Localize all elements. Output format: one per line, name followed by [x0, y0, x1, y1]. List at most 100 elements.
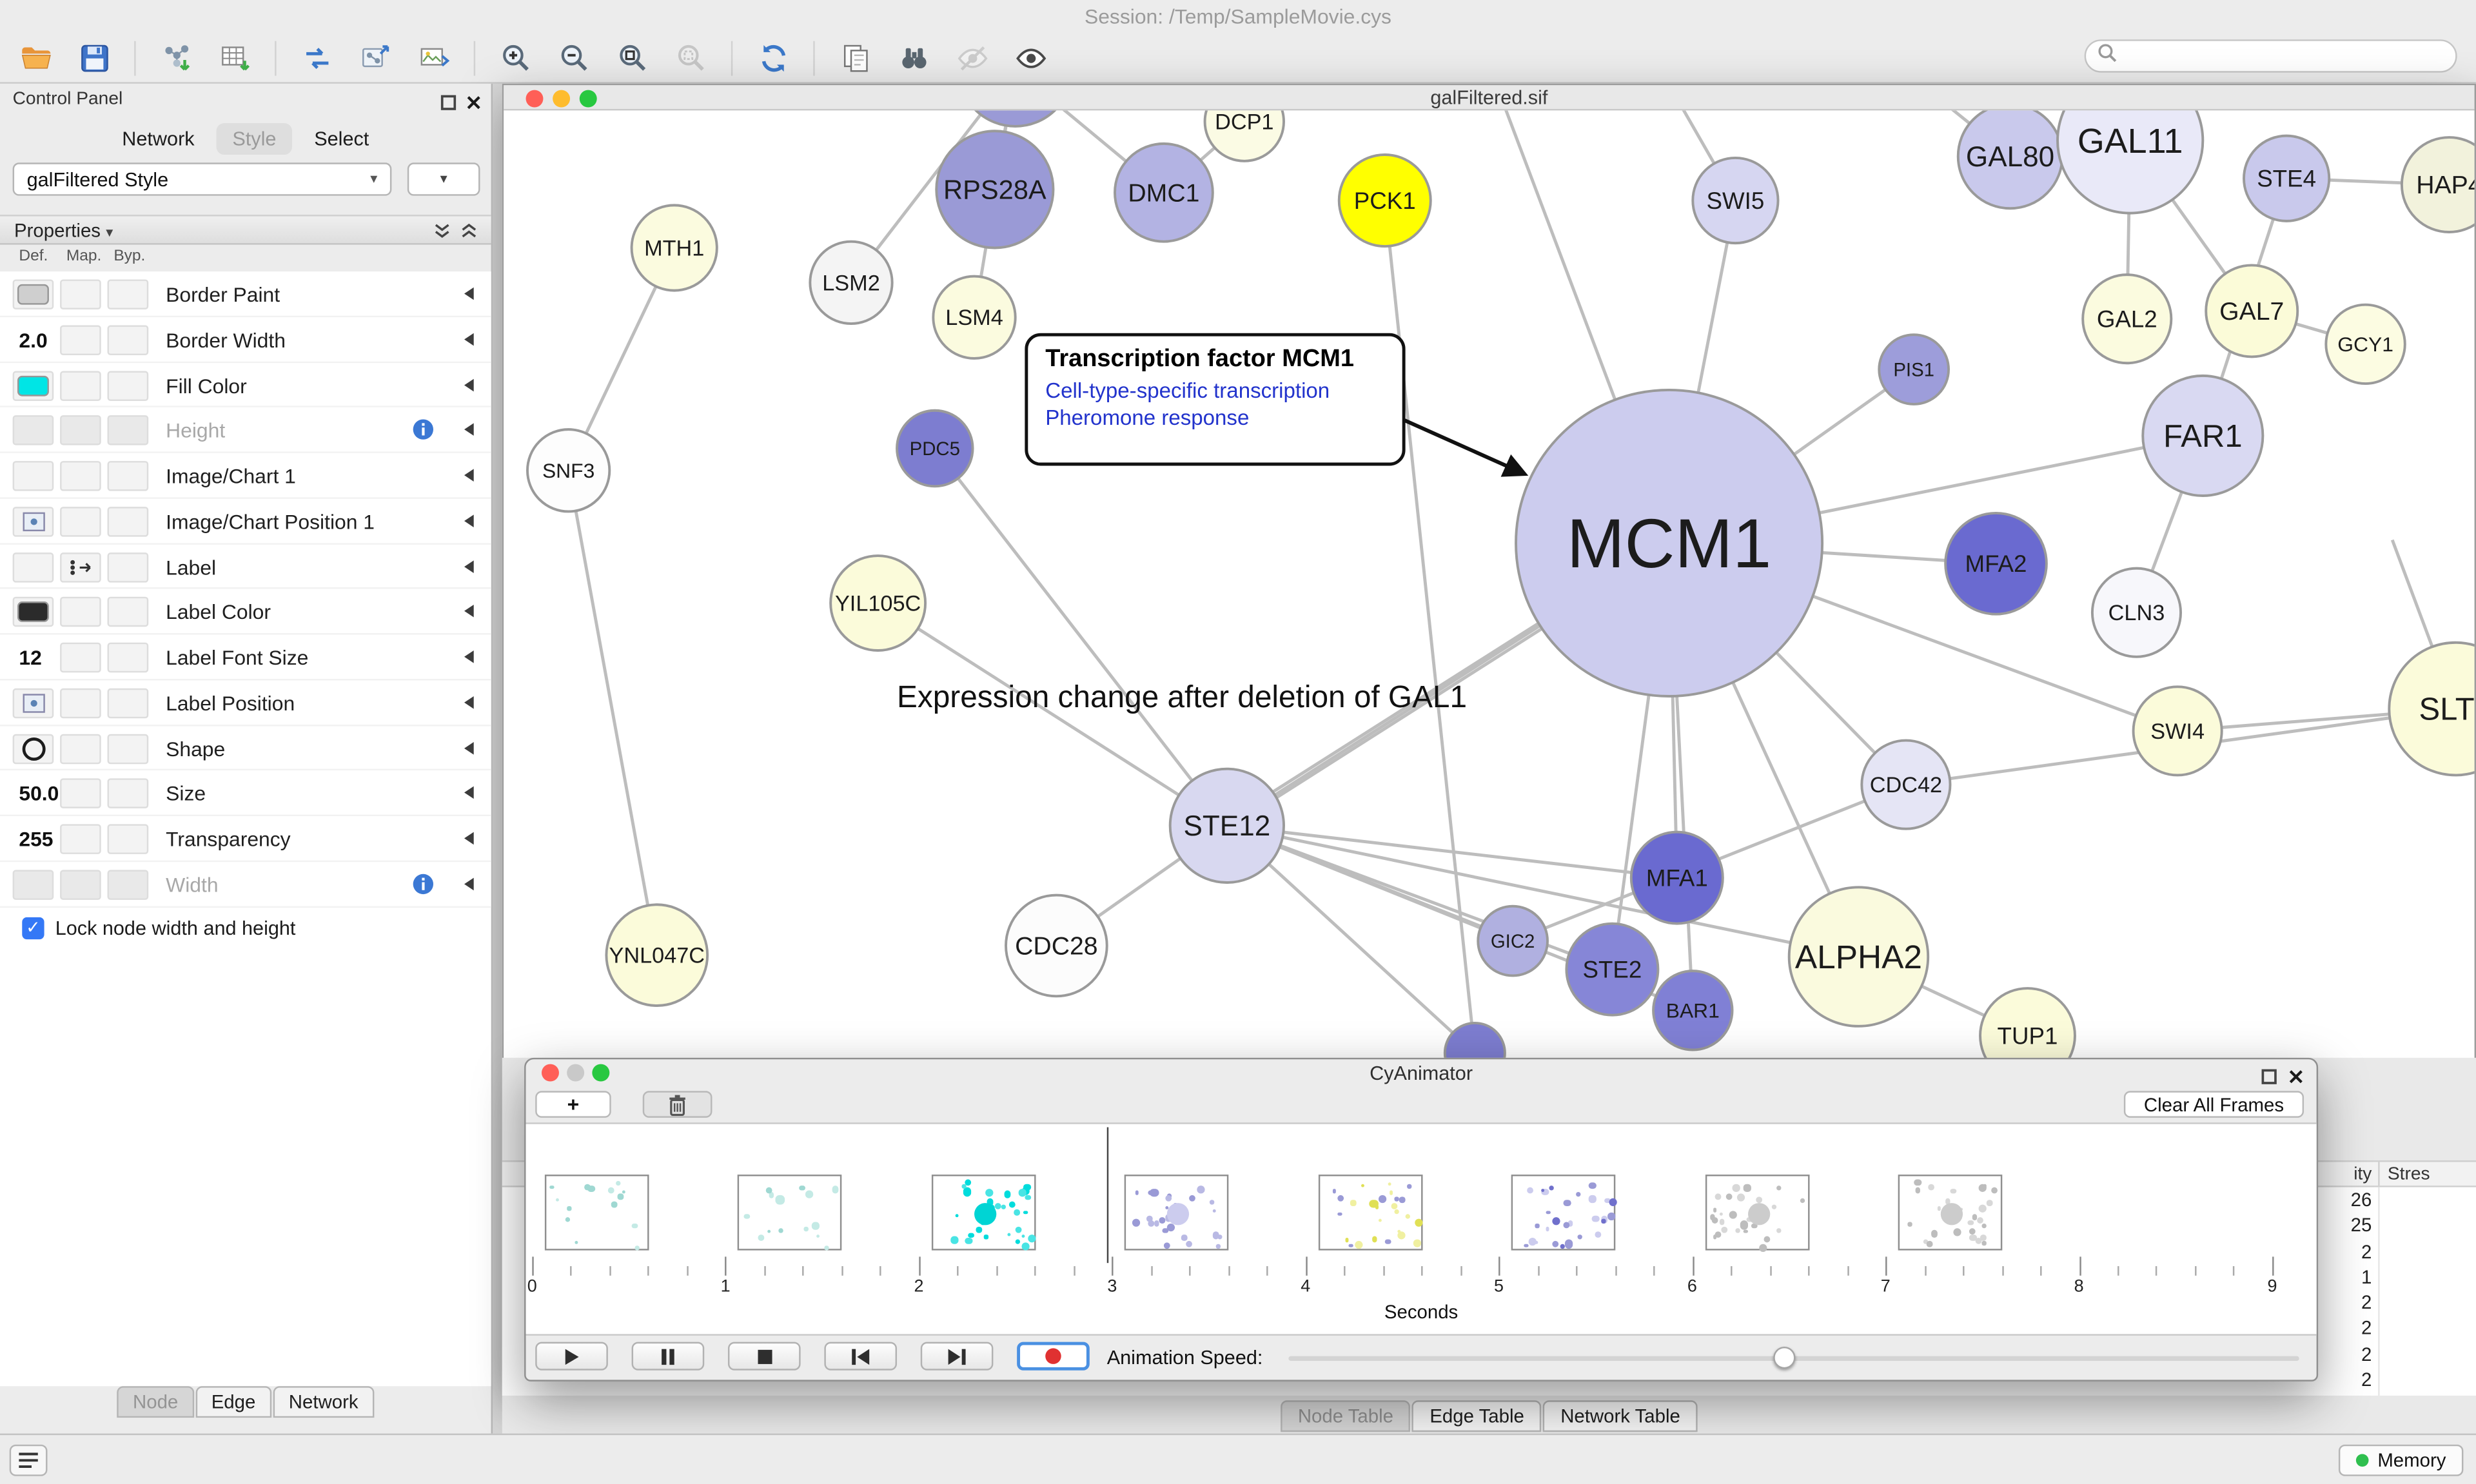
network-node[interactable] — [1629, 830, 1724, 925]
network-node[interactable] — [1168, 767, 1285, 884]
lock-size-checkbox[interactable]: ✓ — [22, 917, 44, 940]
default-value[interactable]: 12 — [19, 645, 42, 670]
default-value-cell[interactable] — [12, 597, 54, 627]
mapping-value-cell[interactable] — [60, 279, 101, 310]
default-value-cell[interactable] — [12, 733, 54, 764]
table-row[interactable]: 2 — [502, 1290, 2476, 1316]
tab-network[interactable]: Network — [273, 1386, 375, 1418]
bypass-value-cell[interactable] — [107, 551, 149, 582]
bypass-value-cell[interactable] — [107, 642, 149, 673]
bypass-value-cell[interactable] — [107, 733, 149, 764]
table-column-header[interactable]: ity — [2353, 1165, 2372, 1184]
expand-row-icon[interactable] — [464, 832, 474, 845]
default-value-cell[interactable] — [12, 461, 54, 491]
expand-row-icon[interactable] — [464, 514, 474, 527]
expand-row-icon[interactable] — [464, 605, 474, 618]
expand-row-icon[interactable] — [464, 650, 474, 663]
mapping-value-cell[interactable] — [60, 688, 101, 718]
close-panel-icon[interactable] — [466, 90, 481, 119]
style-options-button[interactable]: ▾ — [407, 162, 480, 196]
expand-row-icon[interactable] — [464, 469, 474, 482]
network-node[interactable] — [1691, 156, 1780, 245]
network-node[interactable] — [1203, 110, 1285, 162]
table-row[interactable]: 2 — [502, 1316, 2476, 1342]
cyanimator-titlebar[interactable]: CyAnimator — [526, 1059, 2317, 1086]
play-button[interactable] — [535, 1342, 608, 1371]
search-input[interactable] — [2125, 44, 2445, 68]
default-value-cell[interactable] — [12, 869, 54, 900]
copy-icon[interactable] — [830, 36, 879, 79]
default-value-cell[interactable] — [12, 370, 54, 400]
network-node[interactable] — [1787, 886, 1930, 1028]
stop-button[interactable] — [727, 1342, 801, 1371]
clear-all-frames-button[interactable]: Clear All Frames — [2123, 1091, 2304, 1118]
zoom-in-icon[interactable] — [491, 36, 540, 79]
expand-row-icon[interactable] — [464, 696, 474, 708]
mapping-value-cell[interactable] — [60, 733, 101, 764]
pause-button[interactable] — [631, 1342, 705, 1371]
bypass-value-cell[interactable] — [107, 778, 149, 809]
expand-row-icon[interactable] — [464, 786, 474, 799]
previous-frame-button[interactable] — [824, 1342, 898, 1371]
network-node[interactable] — [2243, 134, 2331, 222]
expand-row-icon[interactable] — [464, 741, 474, 754]
frame-thumbnail[interactable] — [738, 1175, 843, 1251]
network-node[interactable] — [1477, 904, 1549, 977]
network-graph[interactable]: RPS28ADMC1DCP1PCK1SWI5GAL80GAL11STE4HAP4… — [504, 110, 2475, 1387]
bypass-value-cell[interactable] — [107, 279, 149, 310]
default-value-cell[interactable] — [12, 279, 54, 310]
float-panel-icon[interactable] — [2261, 1064, 2277, 1093]
save-icon[interactable] — [70, 36, 119, 79]
frame-thumbnail[interactable] — [1898, 1175, 2003, 1251]
mapping-value-cell[interactable] — [60, 551, 101, 582]
table-column-header[interactable]: Stres — [2387, 1165, 2430, 1184]
mapping-value-cell[interactable] — [60, 778, 101, 809]
network-node[interactable] — [1114, 142, 1214, 243]
bypass-value-cell[interactable] — [107, 461, 149, 491]
info-icon[interactable] — [412, 873, 434, 895]
import-network-icon[interactable] — [152, 36, 201, 79]
tab-network[interactable]: Network — [122, 128, 195, 150]
network-node[interactable] — [2324, 303, 2406, 386]
network-node[interactable] — [2388, 641, 2475, 777]
bypass-value-cell[interactable] — [107, 597, 149, 627]
show-panel-button[interactable] — [9, 1444, 48, 1476]
collapse-all-icon[interactable] — [433, 222, 451, 244]
export-image-icon[interactable] — [409, 36, 458, 79]
frame-thumbnail[interactable] — [1125, 1175, 1230, 1251]
bypass-value-cell[interactable] — [107, 869, 149, 900]
network-node[interactable] — [1878, 333, 1950, 405]
frame-thumbnail[interactable] — [544, 1175, 649, 1251]
zoom-fit-icon[interactable] — [608, 36, 657, 79]
next-frame-button[interactable] — [920, 1342, 994, 1371]
zoom-window-icon[interactable] — [592, 1064, 610, 1082]
memory-button[interactable]: Memory — [2338, 1444, 2464, 1476]
mapping-value-cell[interactable] — [60, 869, 101, 900]
float-panel-icon[interactable] — [440, 90, 457, 119]
minimize-window-icon[interactable] — [553, 89, 571, 107]
table-row[interactable]: 2 — [502, 1238, 2476, 1264]
network-node[interactable] — [2132, 685, 2223, 777]
network-node[interactable] — [1944, 511, 2048, 616]
tab-edge-table[interactable]: Edge Table — [1412, 1400, 1542, 1432]
delete-frame-button[interactable] — [642, 1091, 712, 1118]
mapping-value-cell[interactable] — [60, 506, 101, 537]
network-node[interactable] — [809, 240, 894, 326]
network-node[interactable] — [959, 110, 1072, 128]
network-node[interactable] — [2056, 110, 2205, 215]
tab-network-table[interactable]: Network Table — [1543, 1400, 1698, 1432]
tab-style[interactable]: Style — [216, 123, 292, 155]
network-node[interactable] — [1337, 153, 1432, 248]
slider-handle[interactable] — [1773, 1346, 1795, 1369]
tab-edge[interactable]: Edge — [195, 1386, 271, 1418]
default-value-cell[interactable] — [12, 506, 54, 537]
bypass-value-cell[interactable] — [107, 324, 149, 355]
table-row[interactable]: 1 — [502, 1264, 2476, 1290]
network-node[interactable] — [2090, 567, 2183, 658]
network-node[interactable] — [1005, 893, 1108, 998]
open-folder-icon[interactable] — [11, 36, 60, 79]
mapping-value-cell[interactable] — [60, 642, 101, 673]
refresh-icon[interactable] — [749, 36, 798, 79]
network-window-titlebar[interactable]: galFiltered.sif — [504, 85, 2475, 111]
bypass-value-cell[interactable] — [107, 688, 149, 718]
